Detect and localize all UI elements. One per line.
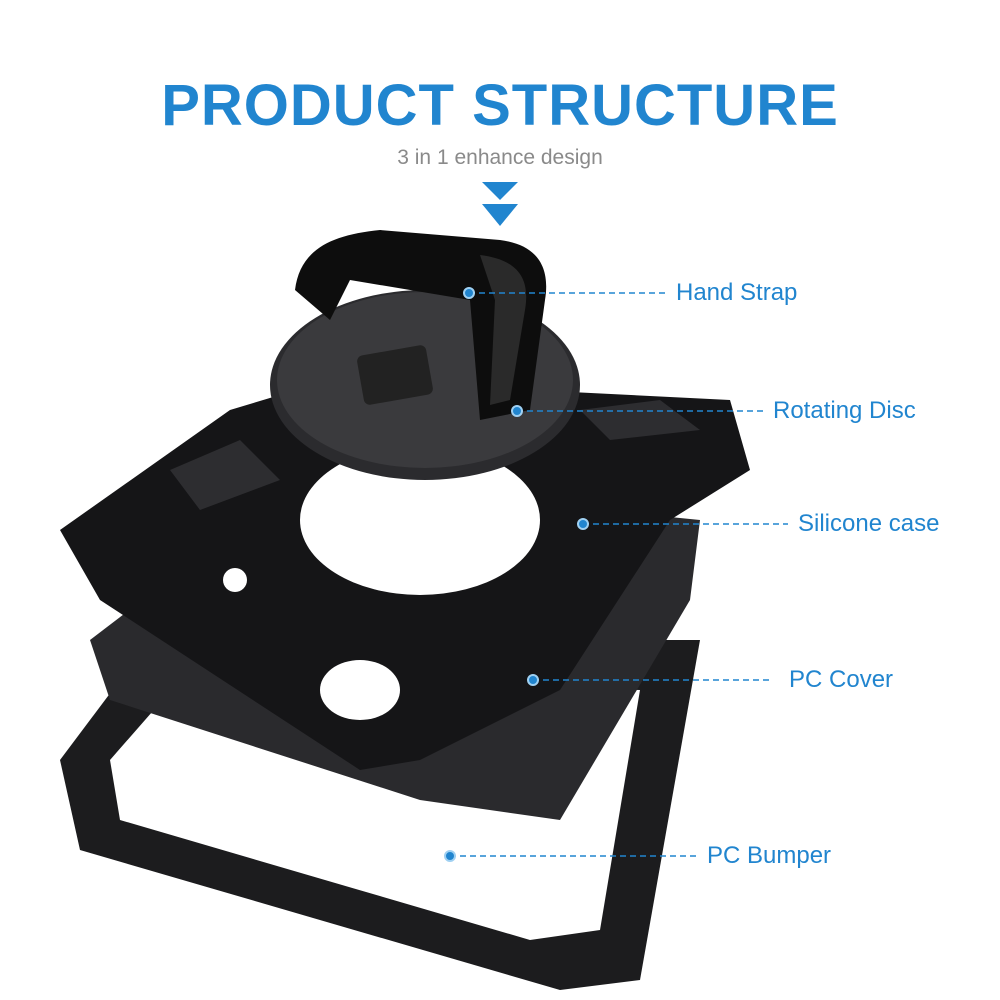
callout-dot-pc-bumper [444, 850, 456, 862]
silicone-case-part [60, 380, 750, 770]
callout-dot-silicone-case [577, 518, 589, 530]
page-title: PRODUCT STRUCTURE [161, 73, 839, 138]
callout-label-pc-cover: PC Cover [789, 666, 894, 693]
callout-label-rotating-disc: Rotating Disc [773, 397, 916, 424]
page-subtitle: 3 in 1 enhance design [397, 146, 603, 169]
callout-dot-pc-cover [527, 674, 539, 686]
callout-dot-rotating-disc [511, 405, 523, 417]
double-chevron-down-icon [482, 182, 518, 226]
callout-dot-hand-strap [463, 287, 475, 299]
callout-label-hand-strap: Hand Strap [676, 279, 798, 306]
callout-label-silicone-case: Silicone case [798, 510, 940, 537]
callout-label-pc-bumper: PC Bumper [707, 842, 832, 869]
